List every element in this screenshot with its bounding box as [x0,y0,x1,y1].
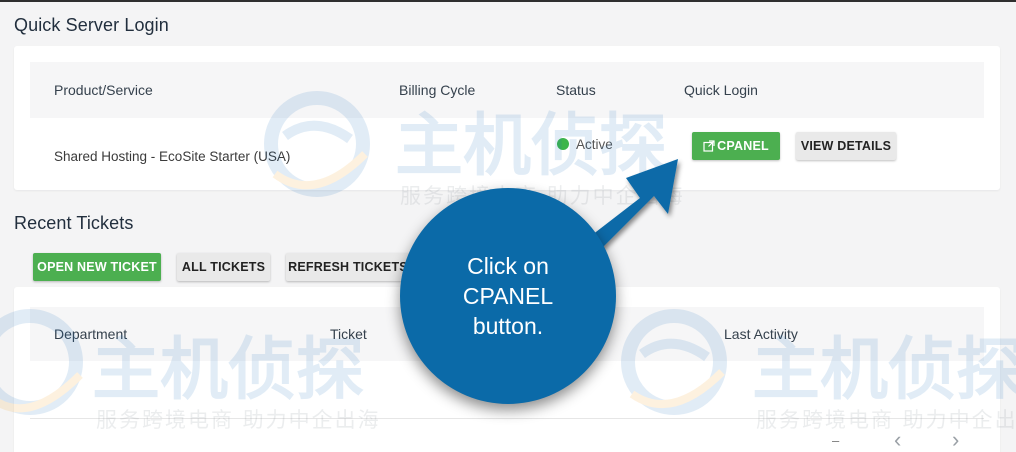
quick-server-login-title: Quick Server Login [14,15,169,35]
header-status: Status [556,82,596,98]
refresh-tickets-button[interactable]: REFRESH TICKETS [286,253,410,281]
status-cell: Active [576,137,613,152]
product-service-cell: Shared Hosting - EcoSite Starter (USA) [54,149,291,164]
recent-tickets-title: Recent Tickets [14,213,134,233]
header-billing-cycle: Billing Cycle [399,82,476,98]
tickets-table-divider [30,418,984,419]
header-ticket: Ticket [330,326,367,342]
all-tickets-button[interactable]: ALL TICKETS [177,253,270,281]
quick-login-card: Product/Service Billing Cycle Status Qui… [14,46,1000,190]
status-active-icon [557,138,569,150]
header-product-service: Product/Service [54,82,153,98]
pagination-next-icon[interactable]: › [952,427,960,452]
header-last-activity: Last Activity [724,326,798,342]
instruction-callout: Click on CPANEL button. [400,188,616,404]
external-link-icon [703,140,715,152]
cpanel-button[interactable]: CPANEL [692,132,780,160]
pagination-prev-icon[interactable]: ‹ [894,427,902,452]
pagination-info: – [832,433,840,448]
header-quick-login: Quick Login [684,82,758,98]
header-department: Department [54,326,128,342]
view-details-button[interactable]: VIEW DETAILS [796,132,896,160]
callout-text: Click on CPANEL button. [462,253,554,339]
quick-login-table-header: Product/Service Billing Cycle Status Qui… [30,62,984,118]
open-new-ticket-button[interactable]: OPEN NEW TICKET [33,253,161,281]
cpanel-button-label: CPANEL [717,139,769,153]
